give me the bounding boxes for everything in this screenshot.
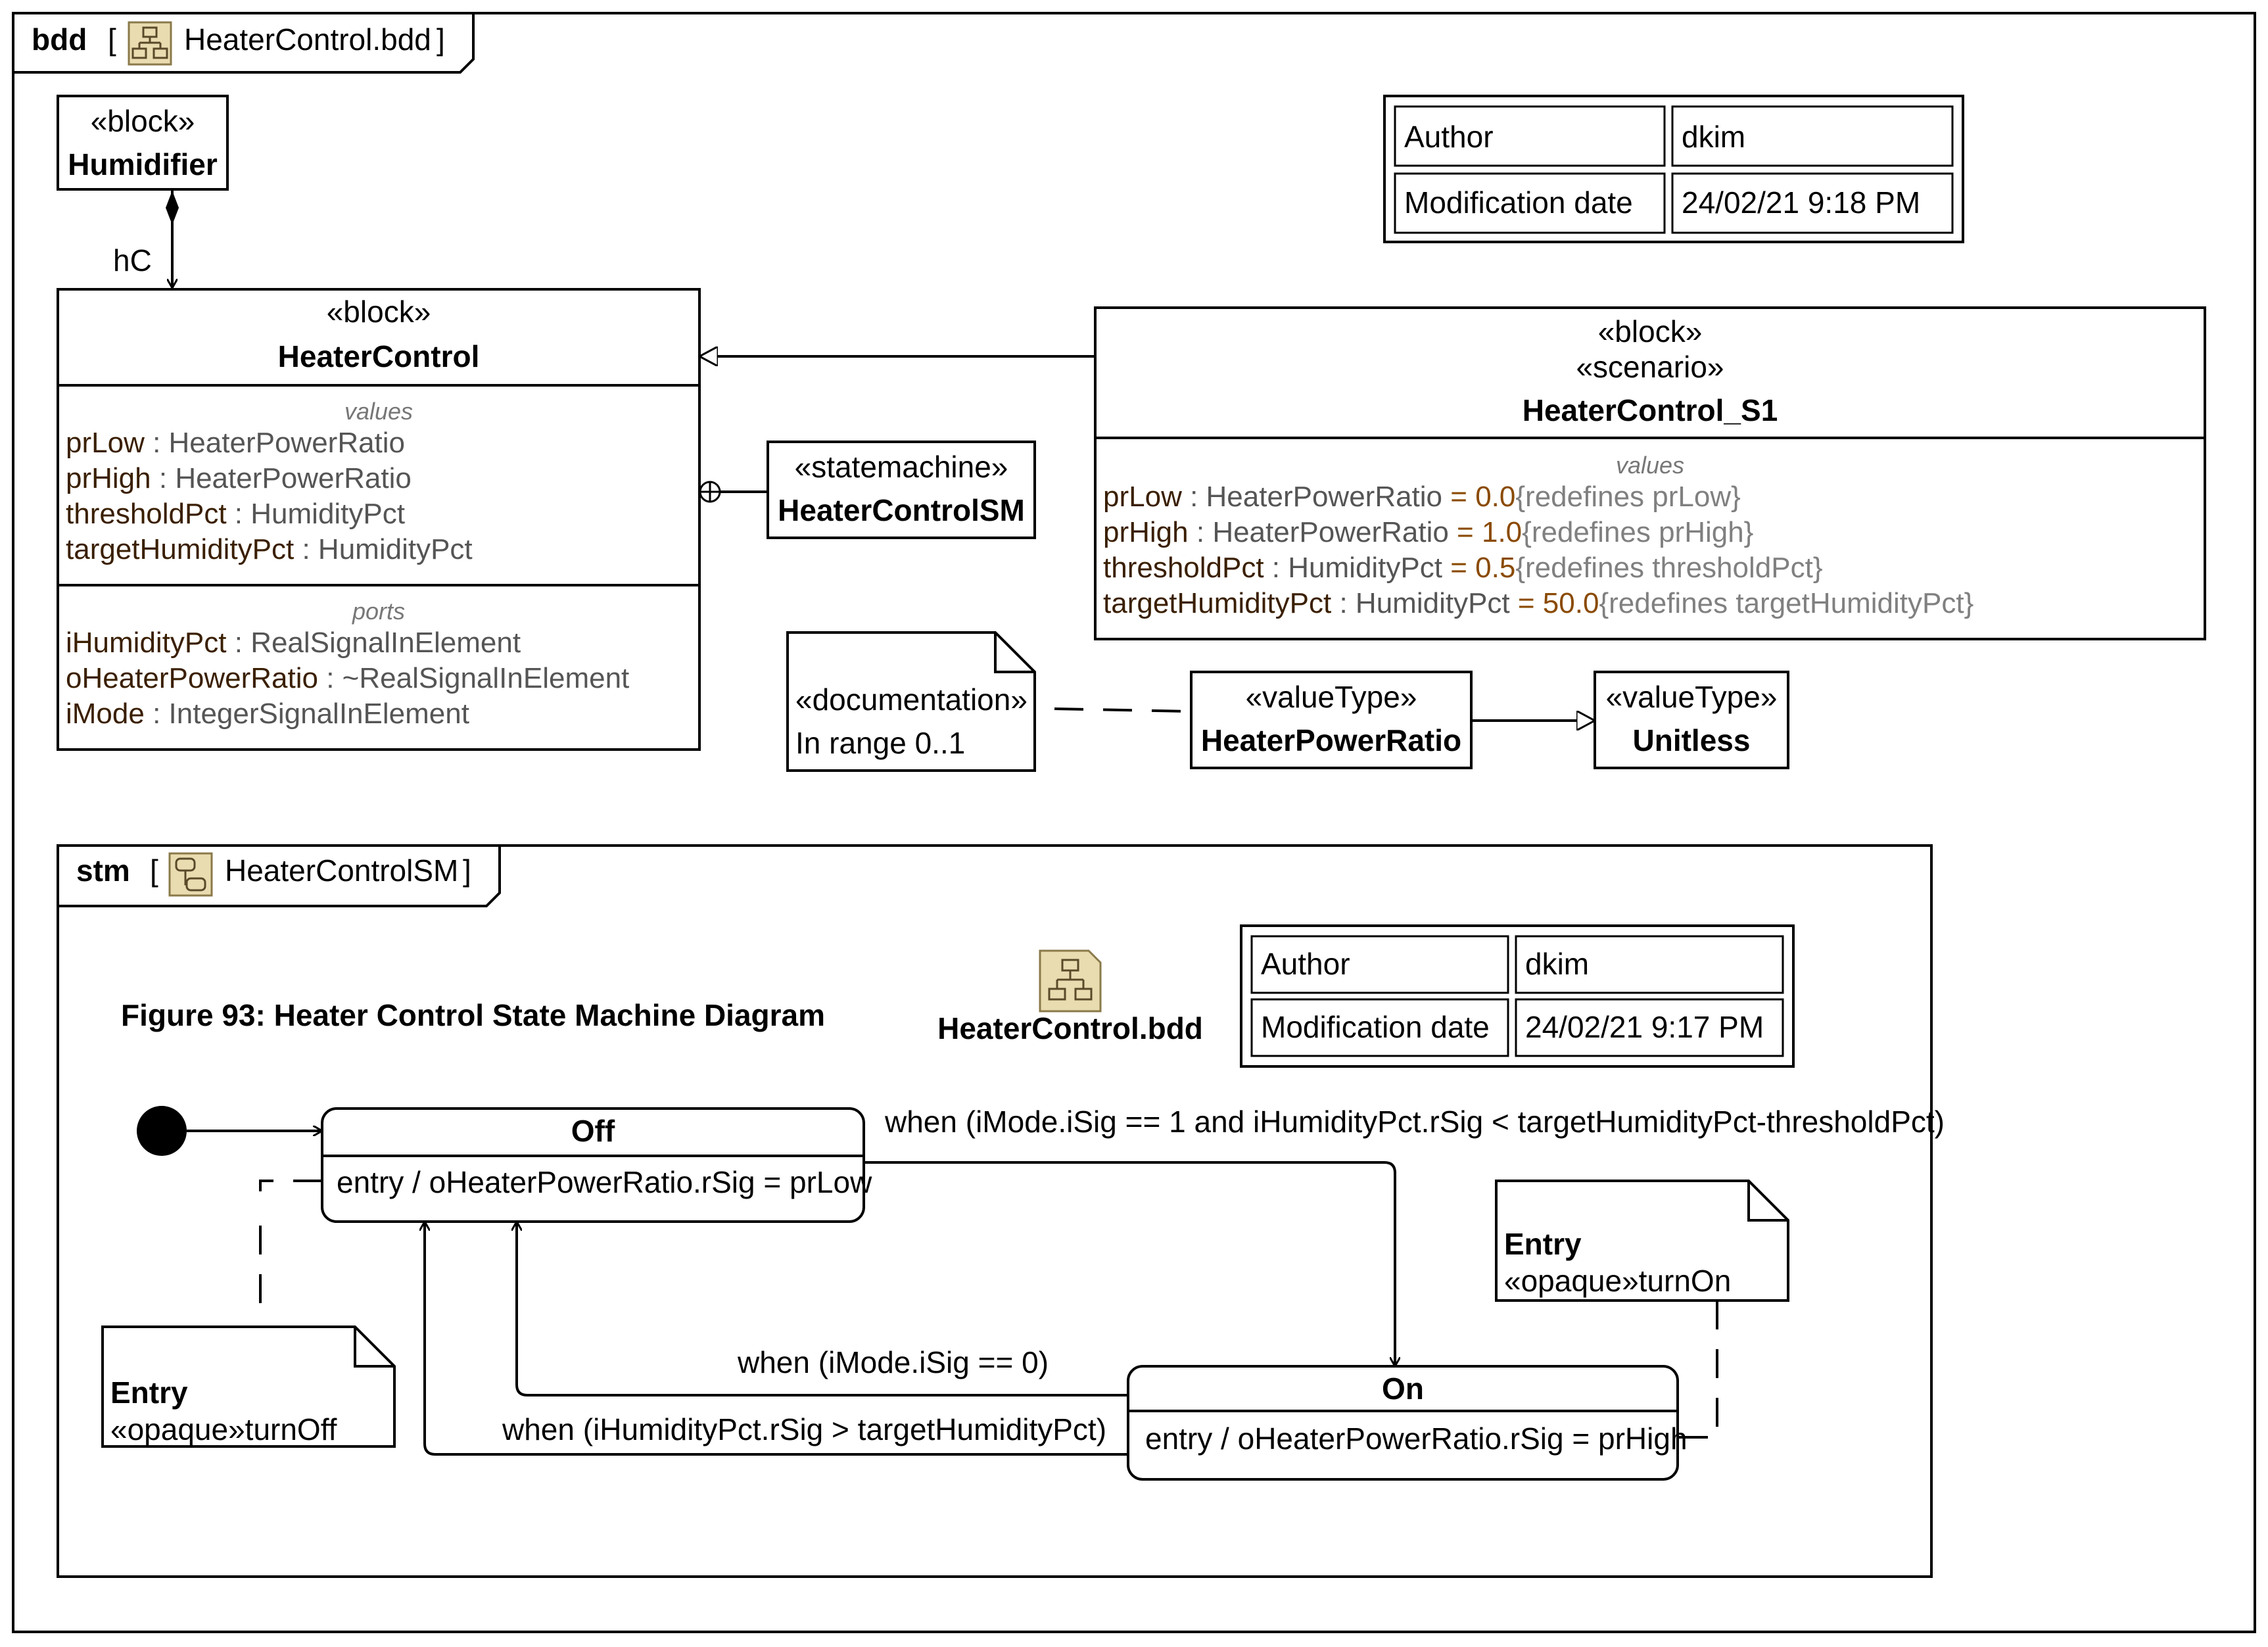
stm-frame-close-bracket: ]	[463, 853, 471, 888]
heater-control-name: HeaterControl	[278, 339, 480, 373]
state-off[interactable]: Off entry / oHeaterPowerRatio.rSig = prL…	[321, 1107, 872, 1223]
bdd-link-icon	[1039, 949, 1102, 1013]
state-on-name: On	[1382, 1372, 1424, 1406]
bdd-diagram-icon	[128, 21, 172, 66]
scenario-stereotype-block: «block»	[1598, 314, 1703, 348]
association-role-hc: hC	[113, 243, 152, 277]
stm-frame: stm [ HeaterControlSM ]	[57, 844, 1933, 1578]
stm-mod-value: 24/02/21 9:17 PM	[1525, 1010, 1764, 1044]
composition-association[interactable]: hC	[113, 189, 179, 288]
hc-port-ihumiditypct: iHumidityPct : RealSignalInElement	[66, 627, 521, 659]
bdd-author-label: Author	[1404, 120, 1494, 154]
doc-note-anchor-line	[1054, 707, 1192, 713]
bdd-frame: bdd [ HeaterControl.bdd ]	[12, 12, 2256, 1633]
heater-control-values-label: values	[344, 398, 413, 425]
note-turn-on-text: «opaque»turnOn	[1504, 1264, 1731, 1298]
note-turn-on-title: Entry	[1504, 1227, 1582, 1261]
sm-block-name: HeaterControlSM	[778, 493, 1025, 527]
bdd-frame-name: HeaterControl.bdd	[184, 22, 431, 57]
scenario-stereotype-scenario: «scenario»	[1576, 350, 1724, 384]
bdd-frame-close-bracket: ]	[437, 22, 445, 57]
stm-info-table: Author dkim Modification date 24/02/21 9…	[1240, 924, 1795, 1068]
note-turn-off-title: Entry	[110, 1375, 188, 1410]
note-turn-on[interactable]: Entry «opaque»turnOn	[1495, 1180, 1789, 1302]
diagram-link[interactable]: HeaterControl.bdd	[937, 949, 1203, 1045]
stm-mod-label: Modification date	[1261, 1010, 1490, 1044]
bdd-info-table: Author dkim Modification date 24/02/21 9…	[1383, 95, 1964, 243]
valuetype-unitless[interactable]: «valueType» Unitless	[1594, 671, 1789, 769]
composition-diamond-icon	[166, 191, 179, 225]
hc-value-prhigh: prHigh : HeaterPowerRatio	[66, 462, 412, 494]
scenario-name: HeaterControl_S1	[1523, 393, 1778, 427]
bdd-frame-open-bracket: [	[108, 22, 116, 57]
containment-link[interactable]	[699, 481, 768, 503]
heater-control-block[interactable]: «block» HeaterControl values prLow : Hea…	[57, 288, 701, 751]
state-off-entry: entry / oHeaterPowerRatio.rSig = prLow	[337, 1165, 872, 1199]
stm-author-value: dkim	[1525, 947, 1589, 981]
note-turn-off[interactable]: Entry «opaque»turnOff	[101, 1325, 396, 1448]
doc-note-stereotype: «documentation»	[795, 682, 1028, 717]
vt-hpr-stereotype: «valueType»	[1246, 680, 1417, 714]
hc-value-targethumiditypct: targetHumidityPct : HumidityPct	[66, 533, 473, 565]
hc-port-oheaterpowerratio: oHeaterPowerRatio : ~RealSignalInElement	[66, 662, 629, 694]
hc-value-prlow: prLow : HeaterPowerRatio	[66, 427, 405, 459]
bdd-author-value: dkim	[1682, 120, 1745, 154]
stm-frame-name: HeaterControlSM	[225, 853, 458, 888]
stm-caption: Figure 93: Heater Control State Machine …	[121, 998, 825, 1032]
transition-on-to-off-mode-label: when (iMode.iSig == 0)	[737, 1345, 1049, 1379]
scenario-value-thresholdpct: thresholdPct : HumidityPct = 0.5{redefin…	[1103, 552, 1823, 584]
transition-off-to-on-label: when (iMode.iSig == 1 and iHumidityPct.r…	[884, 1105, 1945, 1139]
turnoff-note-anchor	[259, 1180, 322, 1308]
transition-on-to-off-humidity[interactable]: when (iHumidityPct.rSig > targetHumidity…	[425, 1222, 1128, 1456]
bdd-mod-value: 24/02/21 9:18 PM	[1682, 185, 1920, 220]
scenario-value-prlow: prLow : HeaterPowerRatio = 0.0{redefines…	[1103, 481, 1741, 513]
turnon-note-anchor	[1678, 1301, 1718, 1439]
scenario-value-targethumiditypct: targetHumidityPct : HumidityPct = 50.0{r…	[1103, 587, 1973, 619]
hc-value-thresholdpct: thresholdPct : HumidityPct	[66, 498, 405, 530]
heater-control-ports-label: ports	[352, 598, 405, 625]
stm-author-label: Author	[1261, 947, 1350, 981]
scenario-values-label: values	[1616, 452, 1684, 479]
initial-state-icon[interactable]	[137, 1106, 187, 1156]
humidifier-stereotype: «block»	[91, 104, 195, 138]
documentation-note[interactable]: «documentation» In range 0..1	[786, 631, 1036, 772]
diagram-link-label: HeaterControl.bdd	[937, 1011, 1203, 1045]
vt-unitless-stereotype: «valueType»	[1606, 680, 1778, 714]
scenario-value-prhigh: prHigh : HeaterPowerRatio = 1.0{redefine…	[1103, 516, 1753, 548]
vt-unitless-name: Unitless	[1633, 723, 1751, 757]
stm-frame-open-bracket: [	[150, 853, 158, 888]
bdd-frame-kind: bdd	[32, 22, 87, 57]
sm-block-stereotype: «statemachine»	[795, 450, 1008, 484]
transition-off-to-on[interactable]: when (iMode.iSig == 1 and iHumidityPct.r…	[864, 1105, 1945, 1366]
state-off-name: Off	[571, 1114, 615, 1148]
transition-on-to-off-humidity-label: when (iHumidityPct.rSig > targetHumidity…	[502, 1412, 1106, 1446]
note-turn-off-text: «opaque»turnOff	[110, 1412, 337, 1446]
doc-note-text: In range 0..1	[795, 726, 965, 760]
transition-on-to-off-mode[interactable]: when (iMode.iSig == 0)	[517, 1222, 1128, 1396]
valuetype-heaterpowerratio[interactable]: «valueType» HeaterPowerRatio	[1190, 671, 1473, 769]
stm-frame-kind: stm	[76, 853, 130, 888]
state-on[interactable]: On entry / oHeaterPowerRatio.rSig = prHi…	[1127, 1365, 1688, 1481]
stm-diagram-icon	[168, 852, 213, 897]
heater-control-sm-block[interactable]: «statemachine» HeaterControlSM	[767, 441, 1036, 539]
vt-hpr-name: HeaterPowerRatio	[1201, 723, 1461, 757]
humidifier-block[interactable]: «block» Humidifier	[57, 95, 229, 191]
scenario-block[interactable]: «block» «scenario» HeaterControl_S1 valu…	[1094, 306, 2206, 640]
bdd-mod-label: Modification date	[1404, 185, 1633, 220]
humidifier-name: Humidifier	[68, 147, 218, 181]
heater-control-stereotype: «block»	[327, 295, 431, 329]
hc-port-imode: iMode : IntegerSignalInElement	[66, 698, 469, 730]
state-on-entry: entry / oHeaterPowerRatio.rSig = prHigh	[1145, 1421, 1688, 1456]
